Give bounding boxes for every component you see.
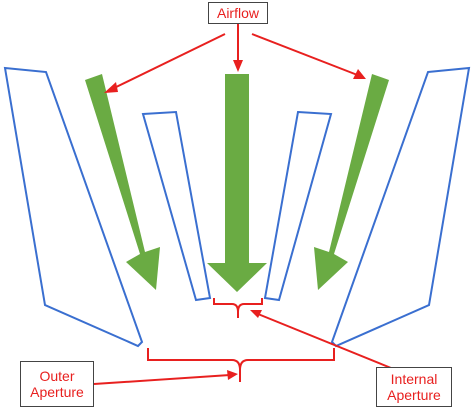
airflow-arrow-right (314, 74, 389, 290)
outer-wall-right (330, 66, 471, 348)
arrowhead-icon (250, 310, 262, 318)
airflow-pointers (109, 24, 361, 91)
inner-wall-left (141, 110, 212, 302)
outer-aperture-label-line-1: Outer (39, 368, 75, 384)
airflow-arrow-left (85, 74, 160, 290)
outer-aperture-pointer (93, 374, 231, 385)
arrowhead-icon (233, 60, 243, 72)
inner-wall-right (263, 110, 333, 302)
internal-aperture-label-line-2: Aperture (387, 387, 441, 403)
airflow-arrow-center (207, 74, 267, 292)
airflow-label-text: Airflow (216, 5, 259, 21)
internal-aperture-label-line-1: Internal (390, 371, 438, 387)
airflow-label: Airflow (208, 2, 268, 24)
internal-aperture-label: Internal Aperture (376, 367, 452, 407)
outer-aperture-brace (147, 348, 335, 382)
outer-aperture-label-line-2: Aperture (30, 384, 84, 400)
arrowhead-icon (104, 82, 118, 93)
outer-wall-left (3, 66, 144, 348)
airflow-arrows (85, 74, 389, 292)
outer-aperture-label: Outer Aperture (20, 361, 94, 407)
arrowhead-icon (227, 370, 238, 380)
arrowhead-icon (353, 69, 366, 79)
internal-aperture-brace (213, 298, 263, 318)
airflow-pointer-heads (104, 60, 366, 93)
internal-aperture-pointer (257, 313, 397, 371)
